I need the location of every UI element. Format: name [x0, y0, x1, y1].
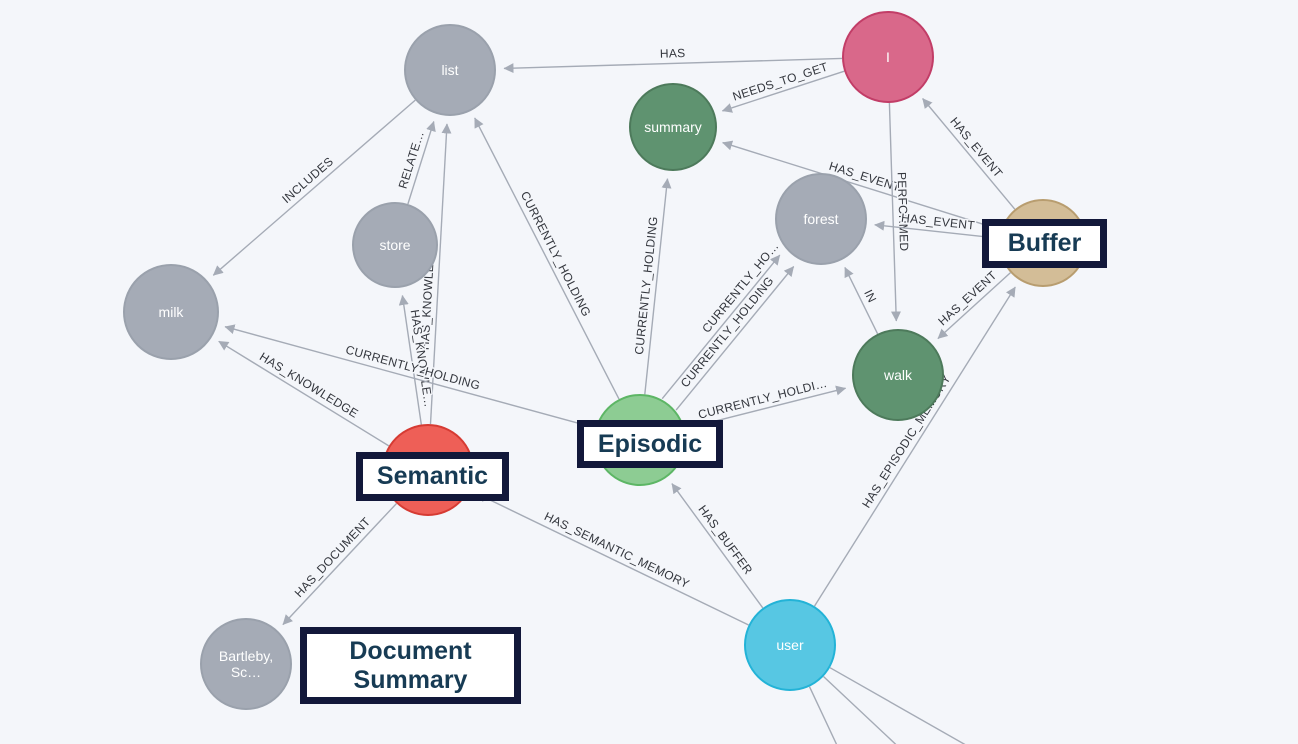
node-label: summary	[644, 119, 702, 135]
node-label: forest	[803, 211, 838, 227]
edge-label[interactable]: NEEDS_TO_GET	[729, 58, 831, 105]
node-milk[interactable]: milk	[123, 264, 219, 360]
annotation-semantic: Semantic	[356, 452, 509, 501]
edge-needs-to-get[interactable]: NEEDS_TO_GET	[721, 58, 845, 113]
edge-label[interactable]: CURRENTLY_HOLDI…	[695, 374, 830, 423]
edge-label[interactable]: HAS	[658, 45, 687, 63]
node-label: walk	[883, 367, 913, 383]
edge-label[interactable]: IN	[860, 286, 881, 307]
node-list[interactable]: list	[404, 24, 496, 116]
edge-label[interactable]: HAS_DOCUMENT	[290, 513, 375, 602]
node-circle	[842, 11, 934, 103]
edge-currently-ho[interactable]: CURRENTLY_HO…	[661, 238, 783, 400]
annotation-document-summary: Document Summary	[300, 627, 521, 704]
node-label: user	[776, 637, 804, 653]
edge-in[interactable]: IN	[844, 266, 881, 335]
edge-relate[interactable]: RELATE…	[394, 121, 436, 205]
edge-label[interactable]: INCLUDES	[278, 153, 338, 208]
edge-label[interactable]: CURRENTLY_HOLDING	[343, 341, 484, 394]
edge-performed[interactable]: PERFORMED	[888, 102, 913, 322]
edge-has-event[interactable]: HAS_EVENT	[934, 266, 1011, 340]
node-summary[interactable]: summary	[629, 83, 717, 171]
edge-currently-holding[interactable]: CURRENTLY_HOLDING	[631, 178, 672, 395]
node-circle	[123, 264, 219, 360]
node-circle	[629, 83, 717, 171]
edge-unlabeled[interactable]	[829, 667, 1080, 744]
edge-currently-holding[interactable]: CURRENTLY_HOLDING	[474, 117, 620, 400]
node-circle	[852, 329, 944, 421]
node-label: store	[379, 237, 410, 253]
edge-label[interactable]: HAS_EVENT	[934, 266, 1001, 329]
node-walk[interactable]: walk	[852, 329, 944, 421]
node-circle	[200, 618, 292, 710]
edge-currently-holding[interactable]: CURRENTLY_HOLDING	[224, 324, 596, 429]
node-label: I	[886, 49, 890, 65]
node-circle	[404, 24, 496, 116]
node-label: milk	[159, 304, 185, 320]
node-forest[interactable]: forest	[775, 173, 867, 265]
node-store[interactable]: store	[352, 202, 438, 288]
edge-has-document[interactable]: HAS_DOCUMENT	[282, 503, 398, 626]
node-bartleby[interactable]: Bartleby,Sc…	[200, 618, 292, 710]
node-user[interactable]: user	[744, 599, 836, 691]
edge-label[interactable]: HAS_SEMANTIC_MEMORY	[541, 508, 694, 593]
edge-has-event[interactable]: HAS_EVENT	[922, 98, 1016, 210]
edge-label[interactable]: HAS_BUFFER	[694, 501, 757, 579]
node-label: list	[441, 62, 458, 78]
edge-has[interactable]: HAS	[503, 45, 843, 74]
edge-label[interactable]: CURRENTLY_HOLDING	[516, 187, 595, 320]
annotation-episodic: Episodic	[577, 420, 723, 468]
edge-unlabeled[interactable]	[808, 686, 866, 744]
node-circle	[744, 599, 836, 691]
edge-unlabeled[interactable]	[823, 675, 956, 744]
node-circle	[352, 202, 438, 288]
annotation-buffer: Buffer	[982, 219, 1107, 268]
node-i[interactable]: I	[842, 11, 934, 103]
edge-label[interactable]: PERFORMED	[893, 170, 912, 253]
node-circle	[775, 173, 867, 265]
node-label: Bartleby,Sc…	[219, 648, 273, 680]
edge-label[interactable]: HAS_EVENT	[946, 113, 1007, 182]
